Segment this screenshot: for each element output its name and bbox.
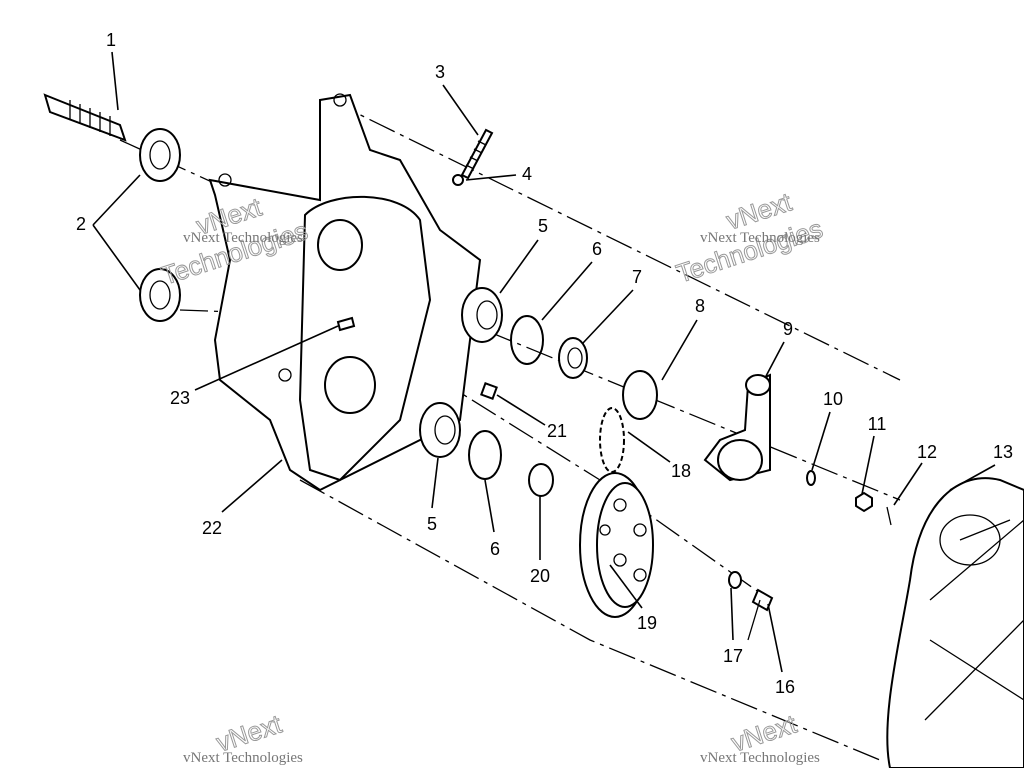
- callout-4: 4: [522, 164, 532, 184]
- ring-parts: [468, 315, 588, 497]
- callout-21: 21: [547, 421, 567, 441]
- callout-5: 5: [538, 216, 548, 236]
- callout-6: 6: [592, 239, 602, 259]
- chaincase-housing: [208, 93, 482, 492]
- callout-13: 13: [993, 442, 1013, 462]
- callout-labels: 1 2 3 4 5 6 7 8 9 10 11 12 13 16 17 18 1…: [76, 30, 1013, 697]
- callout-10: 10: [823, 389, 843, 409]
- callout-19: 19: [637, 613, 657, 633]
- svg-text:vNext Technologies: vNext Technologies: [700, 750, 820, 766]
- svg-text:vNext Technologies: vNext Technologies: [700, 230, 820, 246]
- shaft-part: [43, 93, 127, 142]
- callout-11: 11: [868, 414, 887, 434]
- svg-text:vNext Technologies: vNext Technologies: [183, 750, 303, 766]
- callout-23: 23: [170, 388, 190, 408]
- callout-7: 7: [632, 267, 642, 287]
- callout-6b: 6: [490, 539, 500, 559]
- bolt-part: [452, 128, 494, 186]
- watermark-top-right: vNext Technologies vNext Technologies: [672, 186, 827, 289]
- callout-17: 17: [723, 646, 743, 666]
- callout-3: 3: [435, 62, 445, 82]
- callout-9: 9: [783, 319, 793, 339]
- pin-parts: [336, 316, 498, 400]
- callout-2: 2: [76, 214, 86, 234]
- watermark-bottom-right: vNext vNext Technologies: [700, 708, 820, 766]
- callout-1: 1: [106, 30, 116, 50]
- tensioner-arm-part: [703, 373, 771, 482]
- callout-5b: 5: [427, 514, 437, 534]
- sprocket-parts: [579, 370, 658, 618]
- bearing-parts: [419, 287, 503, 458]
- seal-parts: [139, 128, 181, 322]
- callout-18: 18: [671, 461, 691, 481]
- leader-lines: [92, 51, 996, 673]
- callout-20: 20: [530, 566, 550, 586]
- callout-22: 22: [202, 518, 222, 538]
- watermark-bottom-left: vNext vNext Technologies: [183, 708, 303, 766]
- callout-12: 12: [917, 442, 937, 462]
- callout-8: 8: [695, 296, 705, 316]
- callout-16: 16: [775, 677, 795, 697]
- chaincase-cover-part: [886, 477, 1024, 768]
- small-hardware-parts: [728, 470, 892, 641]
- svg-text:vNext Technologies: vNext Technologies: [183, 230, 303, 246]
